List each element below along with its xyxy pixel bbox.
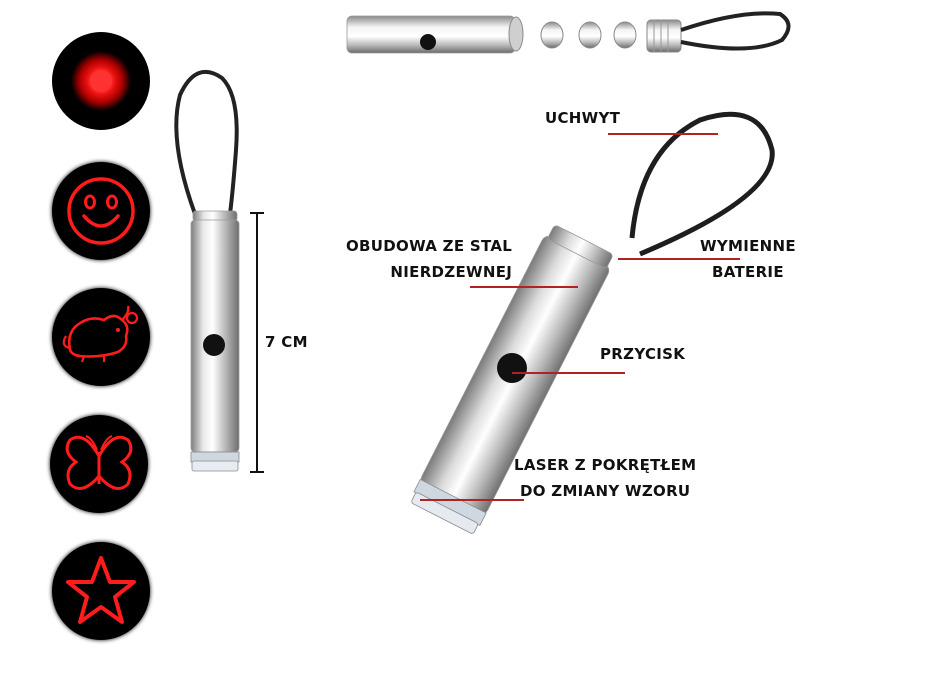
label-button: PRZYCISK: [600, 345, 686, 363]
pattern-butterfly: [50, 415, 148, 513]
pattern-mouse: [52, 288, 150, 386]
label-body: OBUDOWA ZE STAL NIERDZEWNEJ: [346, 237, 513, 281]
leader-lines: [420, 133, 740, 501]
label-laser: LASER Z POKRĘTŁEM DO ZMIANY WZORU: [514, 456, 697, 500]
small-button: [203, 334, 225, 356]
large-button: [497, 353, 527, 383]
label-batteries: WYMIENNE BATERIE: [700, 237, 796, 281]
pattern-smiley: [52, 162, 150, 260]
length-dimension: [250, 212, 264, 473]
small-laser-pointer: [174, 69, 240, 472]
disassembled-parts: [346, 11, 791, 54]
label-length: 7 CM: [265, 333, 308, 351]
label-handle: UCHWYT: [545, 109, 621, 127]
large-laser-pointer: [411, 111, 775, 534]
pattern-star: [52, 542, 150, 640]
pattern-dot: [52, 32, 150, 130]
